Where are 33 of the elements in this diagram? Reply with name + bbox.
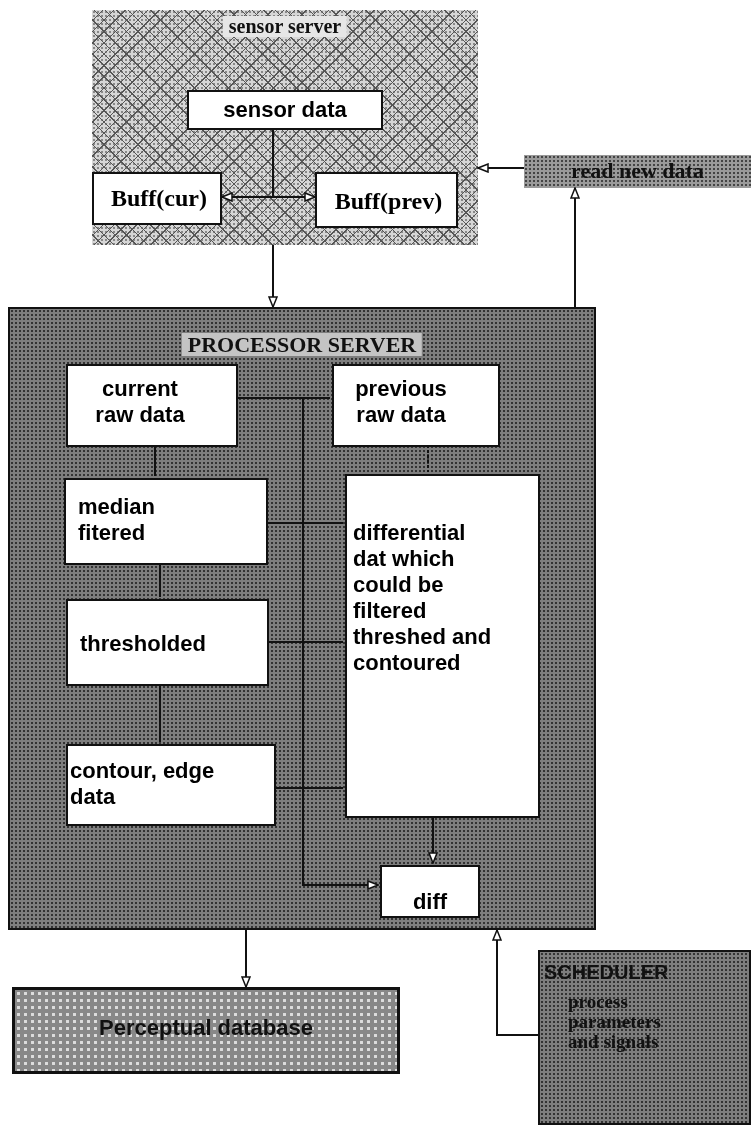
data-box: differential dat which could be filtered threshed and contoured: [345, 474, 540, 818]
data-box: current raw data: [66, 364, 238, 447]
process-box: diff: [380, 865, 480, 918]
signal-box: [524, 155, 751, 188]
heading: sensor server: [222, 16, 348, 37]
connector-line: [427, 444, 429, 473]
arrow: [241, 929, 251, 988]
buffer-box: Buff(prev): [315, 172, 458, 228]
arrow: [428, 815, 438, 864]
connector-line: [266, 641, 344, 643]
connector-line: [159, 683, 161, 743]
arrow: [492, 929, 539, 1036]
server-panel: [92, 10, 478, 245]
data-box: median fitered: [64, 478, 268, 565]
connector-line: [154, 444, 156, 477]
data-box: contour, edge data: [66, 744, 276, 826]
connector-line: [265, 522, 344, 524]
heading: PROCESSOR SERVER: [181, 333, 423, 357]
arrow: [268, 244, 278, 308]
arrow: [570, 187, 580, 308]
data-box: previous raw data: [332, 364, 500, 447]
arrow: [272, 129, 316, 202]
server-panel: [8, 307, 596, 930]
process-box: sensor data: [187, 90, 383, 130]
arrow: [477, 163, 525, 173]
connector-line: [273, 787, 344, 789]
scheduler-panel: [538, 950, 751, 1125]
connector-line: [159, 562, 161, 598]
heading: Perceptual database: [98, 1016, 314, 1040]
database-box: [12, 987, 400, 1074]
heading: read new data: [570, 159, 705, 183]
buffer-box: Buff(cur): [92, 172, 222, 225]
data-box: thresholded: [66, 599, 269, 686]
